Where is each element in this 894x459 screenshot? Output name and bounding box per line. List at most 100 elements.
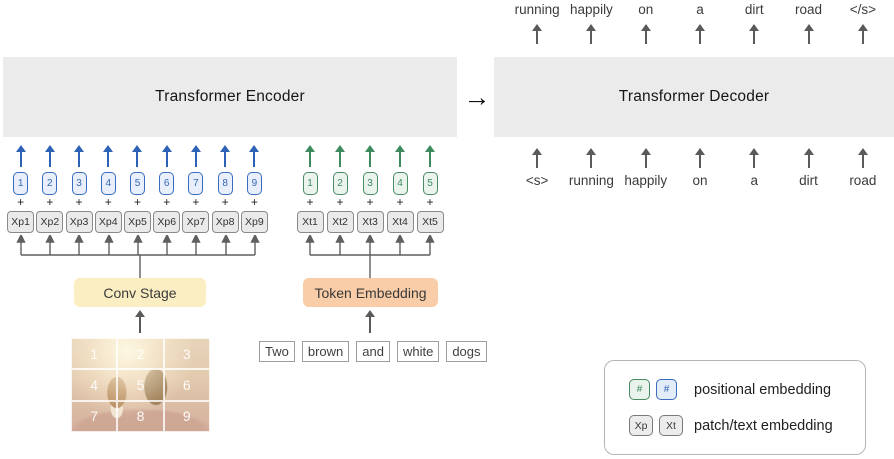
transformer-decoder-block: Transformer Decoder xyxy=(494,57,894,137)
up-arrow-icon xyxy=(161,145,173,167)
token-embedding-label: Token Embedding xyxy=(314,284,427,301)
decoder-output-column: </s> xyxy=(836,2,890,44)
patch-embedding-box: Xp4 xyxy=(94,211,122,233)
legend-row-embedding: Xp Xt patch/text embedding xyxy=(629,415,865,436)
up-arrow-icon xyxy=(531,148,543,168)
conv-stage-box: Conv Stage xyxy=(74,278,206,307)
input-word-box: brown xyxy=(301,341,350,362)
patch-column: 5 + Xp5 xyxy=(123,145,152,233)
input-token-label: dirt xyxy=(799,173,818,188)
up-arrow-icon xyxy=(748,148,760,168)
decoder-input-row: <s> running happily on a xyxy=(510,148,890,188)
patch-embedding-box: Xp2 xyxy=(36,211,64,233)
output-token-label: on xyxy=(638,2,654,17)
text-embedding-box: Xt3 xyxy=(356,211,384,233)
output-token-label: happily xyxy=(570,2,613,17)
up-arrow-icon xyxy=(694,148,706,168)
positional-embedding-chip: 4 xyxy=(100,172,116,195)
up-arrow-icon xyxy=(304,145,316,167)
text-column: 5 + Xt5 xyxy=(415,145,445,233)
up-arrow-icon xyxy=(190,145,202,167)
input-token-label: <s> xyxy=(525,173,549,188)
positional-embedding-chip-blue: # xyxy=(656,379,677,400)
positional-embedding-chip: 4 xyxy=(392,172,408,195)
patch-embedding-box: Xp8 xyxy=(211,211,239,233)
positional-embedding-chip: 6 xyxy=(159,172,175,195)
decoder-input-column: dirt xyxy=(781,148,835,188)
positional-embedding-chip: 1 xyxy=(13,172,29,195)
legend-chips: # # xyxy=(629,379,683,400)
positional-embedding-chip: 1 xyxy=(302,172,318,195)
patch-number: 1 xyxy=(71,338,118,370)
patch-grid-overlay: 1 2 3 4 5 6 7 8 9 xyxy=(71,338,210,432)
patch-number: 7 xyxy=(71,400,118,432)
input-token-label: running xyxy=(568,173,614,188)
plus-sign: + xyxy=(250,195,258,209)
decoder-output-column: running xyxy=(510,2,564,44)
plus-sign: + xyxy=(192,195,200,209)
patch-embedding-box: Xp7 xyxy=(182,211,210,233)
plus-sign: + xyxy=(366,195,374,209)
transformer-encoder-block: Transformer Encoder xyxy=(3,57,457,137)
positional-embedding-chip: 2 xyxy=(42,172,58,195)
patch-number: 4 xyxy=(71,369,118,401)
patch-number: 8 xyxy=(117,400,164,432)
input-words-row: Two brown and white dogs xyxy=(259,341,487,362)
patch-number: 3 xyxy=(163,338,210,370)
text-embedding-box: Xt1 xyxy=(296,211,324,233)
token-gather-bracket xyxy=(305,235,435,279)
positional-embedding-chip: 5 xyxy=(422,172,438,195)
up-arrow-icon xyxy=(424,145,436,167)
positional-embedding-chip-green: # xyxy=(629,379,650,400)
input-word-box: and xyxy=(356,341,390,362)
up-arrow-icon xyxy=(73,145,85,167)
patch-column: 8 + Xp8 xyxy=(211,145,240,233)
decoder-label: Transformer Decoder xyxy=(618,88,770,105)
patch-column: 3 + Xp3 xyxy=(64,145,93,233)
text-embedding-row: 1 + Xt1 2 + Xt2 3 + Xt3 4 + xyxy=(295,145,445,233)
decoder-input-column: on xyxy=(673,148,727,188)
up-arrow-icon xyxy=(857,148,869,168)
patch-embedding-box: Xp3 xyxy=(65,211,93,233)
patch-embedding-box: Xp1 xyxy=(7,211,35,233)
up-arrow-icon xyxy=(102,145,114,167)
text-embedding-chip: Xt xyxy=(659,415,683,436)
plus-sign: + xyxy=(17,195,25,209)
decoder-input-column: a xyxy=(727,148,781,188)
output-token-label: running xyxy=(514,2,560,17)
encoder-to-decoder-arrow-icon: → xyxy=(463,81,491,112)
up-arrow-icon xyxy=(748,24,760,44)
input-word-box: Two xyxy=(259,341,295,362)
decoder-output-column: dirt xyxy=(727,2,781,44)
output-token-label: dirt xyxy=(744,2,764,17)
token-embedding-box: Token Embedding xyxy=(303,278,438,307)
up-arrow-icon xyxy=(803,24,815,44)
plus-sign: + xyxy=(221,195,229,209)
decoder-input-column: running xyxy=(564,148,618,188)
decoder-input-column: <s> xyxy=(510,148,564,188)
patch-embedding-box: Xp6 xyxy=(153,211,181,233)
patch-column: 7 + Xp7 xyxy=(181,145,210,233)
patch-embedding-chip: Xp xyxy=(629,415,653,436)
positional-embedding-chip: 3 xyxy=(71,172,87,195)
legend-box: # # positional embedding Xp Xt patch/tex… xyxy=(604,360,866,455)
plus-sign: + xyxy=(396,195,404,209)
plus-sign: + xyxy=(306,195,314,209)
up-arrow-icon xyxy=(364,310,376,333)
plus-sign: + xyxy=(46,195,54,209)
positional-embedding-chip: 5 xyxy=(129,172,145,195)
decoder-output-row: running happily on a dirt xyxy=(510,2,890,44)
up-arrow-icon xyxy=(803,148,815,168)
input-token-label: a xyxy=(750,173,759,188)
output-token-label: </s> xyxy=(849,2,876,17)
up-arrow-icon xyxy=(248,145,260,167)
input-token-label: road xyxy=(849,173,877,188)
plus-sign: + xyxy=(133,195,141,209)
up-arrow-icon xyxy=(531,24,543,44)
decoder-output-column: a xyxy=(673,2,727,44)
up-arrow-icon xyxy=(134,310,146,333)
input-image-two-dogs: 1 2 3 4 5 6 7 8 9 xyxy=(71,338,210,432)
positional-embedding-chip: 9 xyxy=(246,172,262,195)
positional-embedding-chip: 3 xyxy=(362,172,378,195)
plus-sign: + xyxy=(104,195,112,209)
